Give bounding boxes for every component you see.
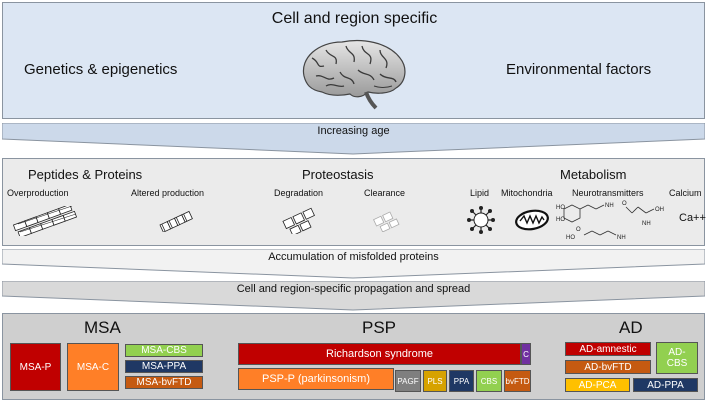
chem-label-3: NH (605, 203, 614, 209)
accumulation-label: Accumulation of misfolded proteins (268, 251, 439, 263)
proteostasis-title: Proteostasis (302, 167, 374, 182)
altered-fibril-icon (158, 210, 198, 233)
psp-title: PSP (362, 318, 397, 337)
psp-c-box: C (521, 343, 531, 365)
msa-ppa-box: MSA-PPA (125, 360, 203, 373)
overproduction-fibrils-icon (10, 203, 80, 239)
msa-c-box: MSA-C (67, 343, 119, 391)
ad-ppa-box: AD-PPA (633, 378, 698, 392)
propagation-arrow: Cell and region-specific propagation and… (2, 281, 705, 311)
richardson-syndrome-box: Richardson syndrome (238, 343, 521, 365)
metabolism-title: Metabolism (560, 167, 627, 182)
genetics-label: Genetics & epigenetics (24, 61, 178, 78)
psp-cbs-box: CBS (476, 370, 502, 392)
msa-cbs-box: MSA-CBS (125, 344, 203, 357)
chem-label-9: NH (617, 235, 626, 241)
brain-icon (296, 36, 410, 110)
ad-title: AD (619, 318, 643, 337)
neurotransmitter-structures-icon: HO HO NH NH O OH O HO NH (556, 199, 668, 245)
chem-label-4: NH (642, 221, 651, 227)
chem-label-1: HO (556, 205, 565, 211)
chem-label-7: O (576, 227, 581, 233)
mechanism-panel (2, 158, 705, 246)
ad-cbs-box: AD-CBS (656, 342, 698, 374)
altered-production-label: Altered production (131, 188, 205, 198)
lipid-icon (466, 205, 496, 235)
chem-label-8: HO (566, 235, 575, 241)
age-label: Increasing age (317, 125, 390, 137)
msa-bvftd-box: MSA-bvFTD (125, 376, 203, 389)
degradation-label: Degradation (274, 188, 324, 198)
clearance-label: Clearance (364, 188, 406, 198)
ad-bvftd-box: AD-bvFTD (565, 360, 651, 374)
ad-pca-box: AD-PCA (565, 378, 630, 392)
msa-title: MSA (84, 318, 121, 337)
chem-label-2: HO (556, 217, 565, 223)
lipid-label: Lipid (470, 188, 490, 198)
chem-label-5: O (622, 201, 627, 207)
mitochondria-icon (514, 209, 550, 231)
calcium-label: Calcium (669, 188, 702, 198)
peptides-title: Peptides & Proteins (28, 167, 143, 182)
psp-ppa-box: PPA (449, 370, 474, 392)
msa-p-box: MSA-P (10, 343, 61, 391)
psp-pls-box: PLS (423, 370, 447, 392)
accumulation-arrow: Accumulation of misfolded proteins (2, 249, 705, 279)
psp-bvftd-box: bvFTD (504, 370, 531, 392)
calcium-symbol: Ca++ (679, 212, 706, 224)
clearance-fibril-icon (372, 208, 402, 233)
neurotransmitters-label: Neurotransmitters (572, 188, 644, 198)
degradation-fibril-icon (282, 206, 318, 236)
psp-pagf-box: PAGF (395, 370, 421, 392)
overproduction-label: Overproduction (7, 188, 69, 198)
environment-label: Environmental factors (506, 61, 652, 78)
psp-p-box: PSP-P (parkinsonism) (238, 368, 394, 390)
ad-amnestic-box: AD-amnestic (565, 342, 651, 356)
mitochondria-label: Mitochondria (501, 188, 553, 198)
chem-label-6: OH (655, 207, 664, 213)
top-title: Cell and region specific (271, 10, 438, 27)
age-arrow: Increasing age (2, 123, 705, 155)
propagation-label: Cell and region-specific propagation and… (236, 283, 471, 295)
